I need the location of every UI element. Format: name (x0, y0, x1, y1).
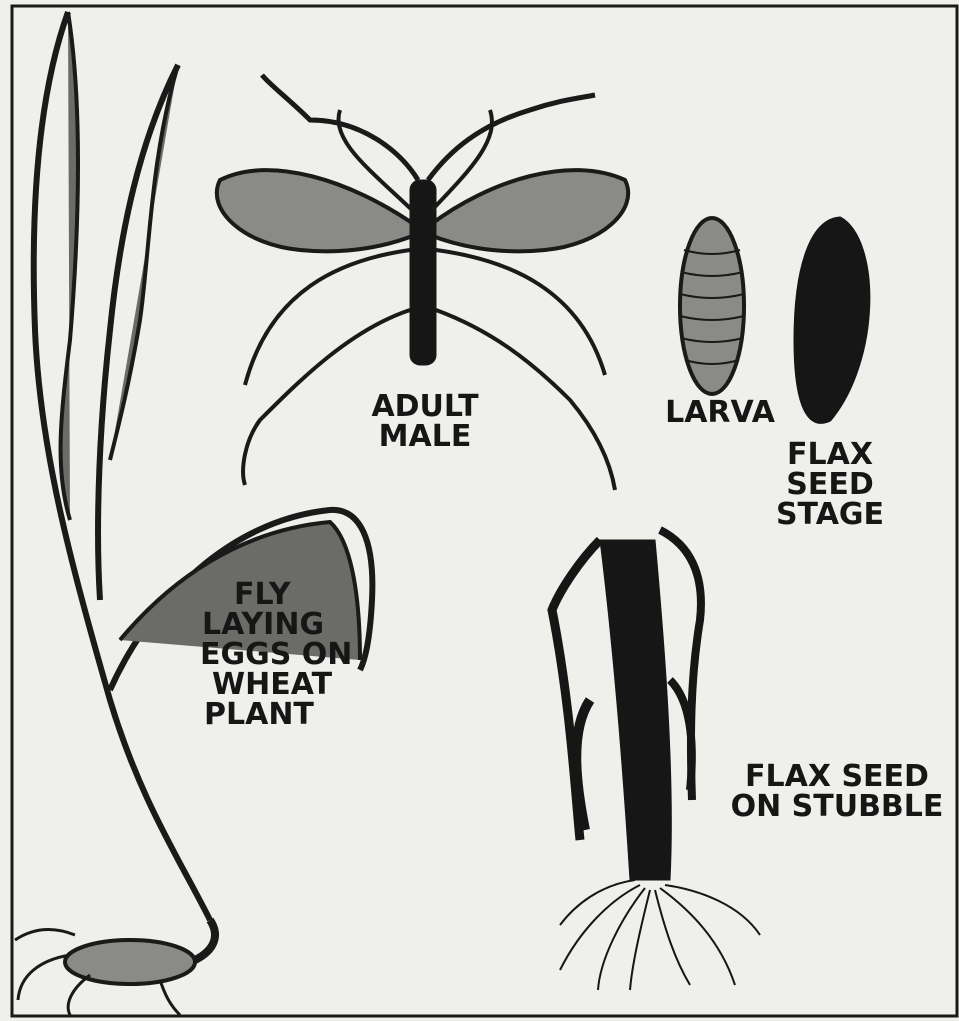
label-line: EGGS ON (182, 640, 362, 670)
label-line: SEED (760, 470, 900, 500)
label-larva: LARVA (650, 398, 790, 428)
flax-seed-pupa (795, 218, 869, 422)
label-line: LARVA (650, 398, 790, 428)
label-line: ON STUBBLE (712, 792, 959, 822)
label-line: STAGE (760, 500, 900, 530)
label-line: WHEAT (182, 670, 362, 700)
label-flax-seed-stage: FLAX SEED STAGE (760, 440, 900, 530)
label-adult-male: ADULT MALE (345, 392, 505, 452)
label-line: LAYING (182, 610, 362, 640)
label-line: FLY (182, 580, 362, 610)
wheat-plant (15, 12, 372, 1015)
larva (680, 218, 744, 394)
label-line: MALE (345, 422, 505, 452)
label-fly-laying-eggs: FLY LAYING EGGS ON WHEAT PLANT (182, 580, 362, 730)
stubble-plant (552, 530, 760, 990)
label-line: FLAX (760, 440, 900, 470)
label-line: FLAX SEED (712, 762, 959, 792)
label-line: ADULT (345, 392, 505, 422)
label-flax-seed-on-stubble: FLAX SEED ON STUBBLE (712, 762, 959, 822)
label-line: PLANT (182, 700, 362, 730)
